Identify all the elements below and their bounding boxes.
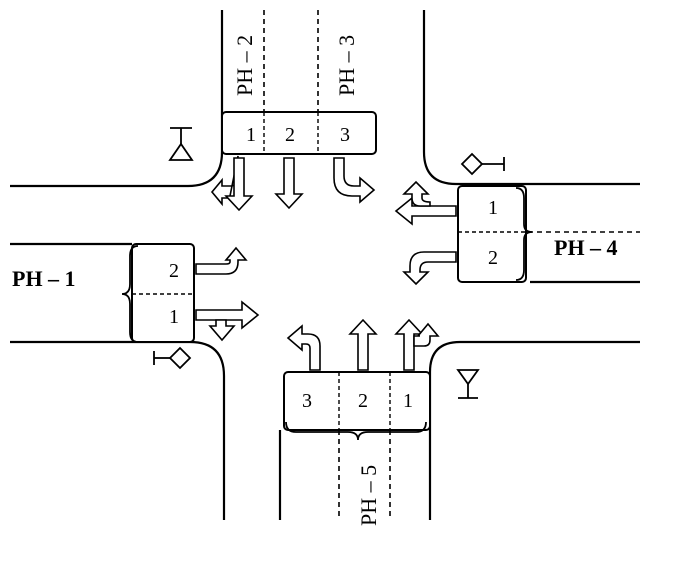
- east-lane-2: 2: [488, 247, 498, 269]
- west-lane-2: 2: [169, 260, 179, 282]
- west-lane1-right-arrow: [208, 319, 236, 342]
- east-lane-1: 1: [488, 197, 498, 219]
- north-lane-1: 1: [246, 124, 256, 146]
- south-lane1-right-arrow: [413, 322, 440, 347]
- south-lane-2: 2: [358, 390, 368, 412]
- south-lane-box: 3 2 1: [283, 371, 431, 431]
- south-lane2-straight-arrow: [348, 318, 378, 371]
- east-lane1-right-arrow: [402, 180, 431, 207]
- west-arrows: [195, 246, 260, 342]
- west-lane-1: 1: [169, 306, 179, 328]
- west-lane2-left-arrow: [195, 246, 248, 275]
- south-arrows: [286, 318, 440, 371]
- north-lane-3: 3: [340, 124, 350, 146]
- east-lane1-straight-arrow: [394, 196, 457, 226]
- phase-labels: PH – 1 PH – 4 PH – 2 PH – 3 PH – 5: [12, 35, 618, 526]
- east-brace: [515, 187, 533, 281]
- north-lane1-straight-arrow: [224, 157, 254, 212]
- road-edge-ne: [422, 10, 640, 186]
- east-lane2-left-arrow: [402, 251, 457, 286]
- phase-label-ph4: PH – 4: [554, 235, 618, 260]
- east-arrows: [394, 180, 457, 286]
- road-edge-sw: [10, 340, 226, 520]
- phase-label-ph3: PH – 3: [334, 35, 359, 96]
- north-lane-2: 2: [285, 124, 295, 146]
- north-arrows: [210, 155, 376, 212]
- west-brace: [121, 245, 139, 343]
- west-lane1-straight-arrow: [195, 300, 260, 330]
- road-edges: [10, 10, 640, 520]
- north-lane-box: 1 2 3: [221, 111, 377, 155]
- south-lane-3: 3: [302, 390, 312, 412]
- east-lane-box: 1 2: [457, 185, 527, 283]
- south-brace: [285, 421, 427, 441]
- north-lane2-straight-arrow: [274, 157, 304, 210]
- road-edge-se: [428, 340, 640, 520]
- phase-label-ph1: PH – 1: [12, 266, 76, 291]
- north-lane3-left-arrow: [333, 157, 376, 204]
- diamond-signal-icon: [460, 152, 505, 176]
- phase-label-ph5: PH – 5: [356, 465, 381, 526]
- lane-dividers: [263, 10, 640, 520]
- braces: [121, 187, 533, 441]
- south-lane1-straight-arrow: [394, 318, 424, 371]
- yield-sign-icon: [168, 127, 194, 161]
- south-lane-1: 1: [403, 390, 413, 412]
- south-lane3-left-arrow: [286, 324, 321, 371]
- signal-symbols: [153, 127, 505, 399]
- diamond-signal-icon: [153, 346, 192, 370]
- west-lane-box: 2 1: [131, 243, 195, 343]
- phase-label-ph2: PH – 2: [232, 35, 257, 96]
- y-signal-icon: [456, 369, 480, 399]
